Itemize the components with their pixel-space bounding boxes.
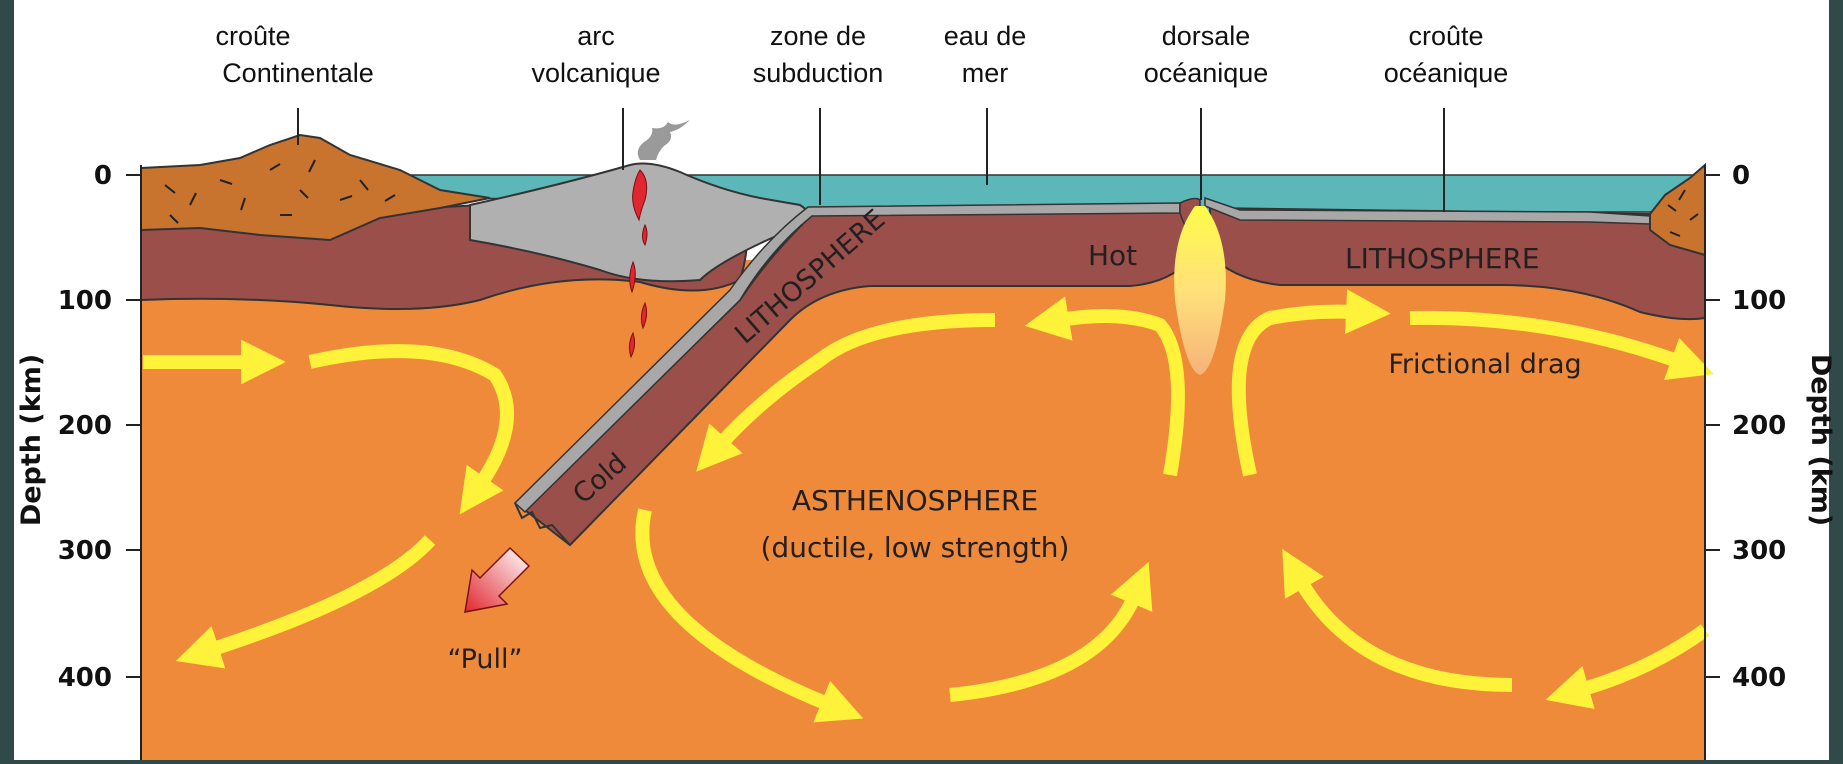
continental-crust-label-1: croûte bbox=[215, 21, 290, 51]
left-tick-200: 200 bbox=[58, 411, 112, 441]
left-tick-300: 300 bbox=[58, 536, 112, 566]
pull-label: “Pull” bbox=[447, 644, 522, 675]
right-axis-title: Depth (km) bbox=[1805, 354, 1836, 526]
left-tick-0: 0 bbox=[94, 161, 112, 191]
lithosphere-label-right: LITHOSPHERE bbox=[1345, 242, 1540, 275]
ocean-ridge-label-2: océanique bbox=[1144, 58, 1269, 88]
subduction-zone-label-2: subduction bbox=[753, 58, 884, 88]
right-tick-300: 300 bbox=[1732, 536, 1786, 566]
left-tick-100: 100 bbox=[58, 286, 112, 316]
left-axis-title: Depth (km) bbox=[16, 354, 47, 526]
ocean-ridge-label-1: dorsale bbox=[1162, 21, 1251, 51]
right-tick-0: 0 bbox=[1732, 161, 1750, 191]
asthenosphere-note: (ductile, low strength) bbox=[761, 531, 1070, 564]
left-tick-400: 400 bbox=[58, 663, 112, 693]
right-tick-100: 100 bbox=[1732, 286, 1786, 316]
hot-label: Hot bbox=[1088, 239, 1137, 272]
seawater-label-1: eau de bbox=[944, 21, 1027, 51]
subduction-zone-label-1: zone de bbox=[770, 21, 866, 51]
asthenosphere-label: ASTHENOSPHERE bbox=[792, 484, 1038, 517]
volcanic-arc-label-2: volcanique bbox=[531, 58, 660, 88]
oceanic-crust-label-2: océanique bbox=[1384, 58, 1509, 88]
frictional-drag-label: Frictional drag bbox=[1388, 349, 1581, 380]
oceanic-crust-label-1: croûte bbox=[1408, 21, 1483, 51]
continental-crust-label-2: Continentale bbox=[222, 58, 374, 88]
right-tick-400: 400 bbox=[1732, 663, 1786, 693]
seawater-label-2: mer bbox=[962, 58, 1009, 88]
right-tick-200: 200 bbox=[1732, 411, 1786, 441]
volcanic-arc-label-1: arc bbox=[577, 21, 615, 51]
